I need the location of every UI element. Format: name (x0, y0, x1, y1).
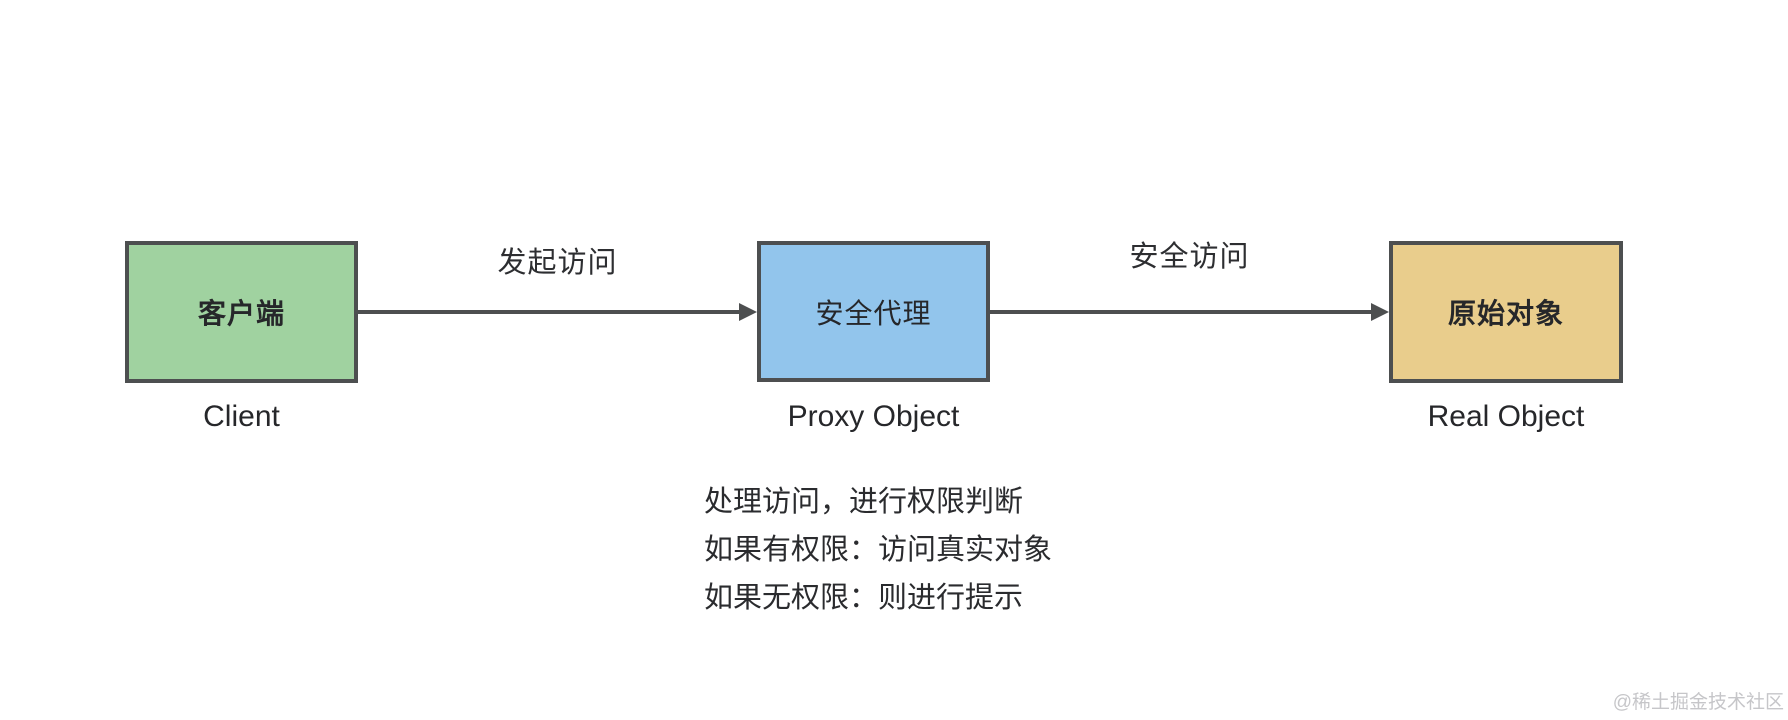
arrow-label-secure-access: 安全访问 (1129, 241, 1250, 273)
real-object-caption: Real Object (1427, 400, 1585, 433)
client-caption: Client (203, 400, 280, 433)
real-object-node-label: 原始对象 (1447, 298, 1564, 329)
note-line: 如果有权限：访问真实对象 (704, 534, 1053, 566)
proxy-notes: 处理访问，进行权限判断 如果有权限：访问真实对象 如果无权限：则进行提示 (704, 478, 1052, 622)
arrow-secure-access-icon (990, 303, 1389, 321)
note-line: 如果无权限：则进行提示 (704, 582, 1024, 614)
note-line: 处理访问，进行权限判断 (704, 486, 1024, 518)
watermark: @稀土掘金技术社区 (1612, 692, 1784, 713)
arrow-label-initiate-access: 发起访问 (497, 247, 618, 279)
arrow-initiate-access-icon (358, 303, 757, 321)
client-node: 客户端 (125, 241, 358, 383)
proxy-node-label: 安全代理 (815, 297, 932, 329)
client-node-label: 客户端 (197, 298, 285, 329)
real-object-node: 原始对象 (1389, 241, 1623, 383)
proxy-caption: Proxy Object (787, 400, 960, 433)
proxy-node: 安全代理 (757, 241, 990, 382)
